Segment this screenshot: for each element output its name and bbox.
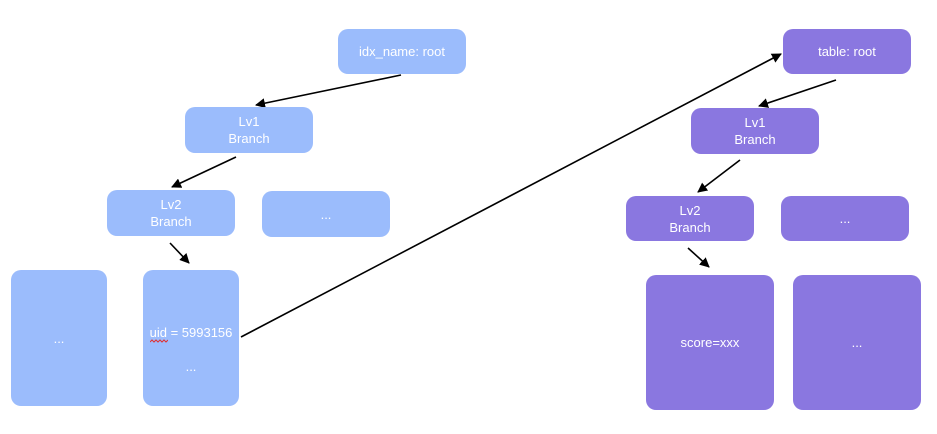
- table-leaf-other-label: ...: [851, 335, 863, 350]
- idx-lv2-branch-node: Lv2 Branch: [107, 190, 235, 236]
- uid-key-text: uid: [149, 325, 167, 340]
- uid-entry: uid = 5993156: [143, 324, 239, 343]
- table-lv1-line1: Lv1: [744, 115, 766, 130]
- idx-leaf-other-node: ...: [11, 270, 107, 406]
- edge-idx-root-to-lv1: [255, 74, 402, 109]
- idx-lv2-sibling-node: ...: [262, 191, 390, 237]
- idx-lv1-line2: Branch: [228, 131, 270, 146]
- idx-leaf-more-label: ...: [185, 359, 197, 374]
- table-lv2-branch-node: Lv2 Branch: [626, 196, 754, 241]
- idx-leaf-other-label: ...: [53, 330, 65, 346]
- table-root-label: table: root: [818, 44, 876, 59]
- uid-key: uid: [149, 325, 168, 343]
- table-lv1-line2: Branch: [734, 132, 776, 147]
- table-leaf-other-node: ...: [793, 275, 921, 410]
- idx-lv2-line2: Branch: [150, 214, 192, 229]
- table-lv2-line1: Lv2: [679, 202, 701, 218]
- edge-uid-to-table-root: [240, 53, 782, 338]
- idx-root-label: idx_name: root: [359, 44, 445, 59]
- edge-table-lv1-to-lv2: [697, 159, 741, 193]
- edge-idx-lv1-to-lv2: [171, 156, 237, 188]
- idx-lv2-sibling-label: ...: [320, 206, 332, 222]
- edge-idx-lv2-to-leaf: [169, 242, 190, 264]
- idx-leaf-uid-node: uid = 5993156 ...: [143, 270, 239, 406]
- idx-lv1-line1: Lv1: [238, 114, 260, 129]
- table-lv2-sibling-node: ...: [781, 196, 909, 241]
- idx-lv2-line1: Lv2: [160, 197, 182, 212]
- table-lv1-branch-node: Lv1 Branch: [691, 108, 819, 154]
- table-root-node: table: root: [783, 29, 911, 74]
- edge-table-lv2-to-leaf: [687, 247, 710, 268]
- table-leaf-record-node: score=xxx: [646, 275, 774, 410]
- idx-lv1-branch-node: Lv1 Branch: [185, 107, 313, 153]
- table-lv2-sibling-label: ...: [839, 211, 851, 226]
- uid-value: = 5993156: [166, 325, 233, 340]
- spellcheck-underline: [149, 339, 168, 343]
- table-lv2-line2: Branch: [669, 219, 711, 235]
- edge-table-root-to-lv1: [758, 79, 837, 108]
- idx-root-node: idx_name: root: [338, 29, 466, 74]
- table-leaf-record-label: score=xxx: [680, 335, 740, 350]
